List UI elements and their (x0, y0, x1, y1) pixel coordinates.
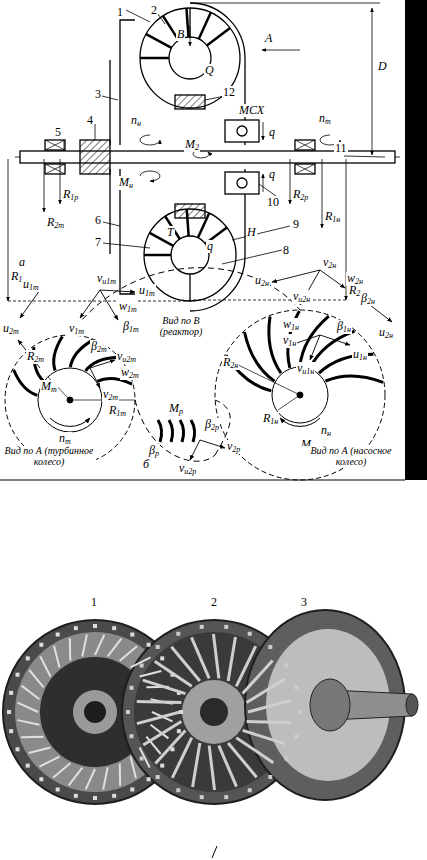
callout-number: 8 (282, 244, 290, 257)
symbol-label: nт (318, 112, 332, 126)
symbol-label: R1р (62, 188, 79, 202)
wheels-photo (3, 610, 418, 858)
symbol-label: β1н (336, 320, 352, 334)
symbol-label: nн (130, 114, 142, 128)
symbol-label: u1н (352, 348, 368, 362)
symbol-label: Mр (168, 402, 184, 416)
symbol-label: D (377, 60, 388, 73)
symbol-label: M2 (184, 138, 200, 152)
symbol-label: vu1н (296, 362, 315, 376)
symbol-label: R2н (222, 356, 239, 370)
symbol-label: u1т (138, 284, 156, 298)
symbol-label: w2т (120, 366, 140, 380)
symbol-label: u2н (254, 274, 270, 288)
callout-number: 1 (116, 6, 124, 19)
symbol-label: βр (148, 444, 160, 458)
callout-number: 3 (94, 88, 102, 101)
callout-number: 2 (150, 4, 158, 17)
symbol-label: β2н (360, 292, 376, 306)
section-view (8, 3, 400, 311)
symbol-label: v1н (282, 334, 297, 348)
symbol-label: б (142, 458, 150, 471)
symbol-label: R2т (46, 216, 65, 230)
symbol-label: МСХ (238, 104, 265, 117)
symbol-label: vu2н (292, 290, 311, 304)
symbol-label: R1т (108, 404, 127, 418)
callout-number: 9 (292, 218, 300, 231)
frame-line (0, 480, 405, 481)
symbol-label: vu1т (96, 272, 117, 286)
callout-number: 10 (266, 196, 280, 209)
symbol-label: β2р (204, 418, 220, 432)
symbol-label: R1н (324, 210, 341, 224)
symbol-label: v1т (68, 322, 85, 336)
symbol-label: β1т (122, 320, 140, 334)
symbol-label: nн (320, 424, 332, 438)
symbol-label: u2н (378, 326, 394, 340)
symbol-label: β2т (90, 340, 108, 354)
symbol-label: u1т (22, 278, 40, 292)
symbol-label: Mт (40, 380, 58, 394)
symbol-label: Q (204, 64, 215, 77)
symbol-label: R2т (26, 350, 45, 364)
callout-number: 12 (222, 86, 236, 99)
symbol-label: vu2т (116, 350, 137, 364)
page-edge-bar (405, 0, 427, 480)
symbol-label: R1н (262, 412, 279, 426)
symbol-label: R2р (292, 188, 309, 202)
symbol-label: w1н (282, 318, 300, 332)
symbol-label: А (264, 32, 273, 45)
symbol-label: w2н (346, 272, 364, 286)
symbol-label: u2т (2, 322, 20, 336)
symbol-label: В (176, 28, 185, 41)
symbol-label: Т (166, 226, 175, 239)
callout-number: 3 (300, 596, 308, 609)
callout-number: 6 (94, 214, 102, 227)
view-caption: Вид по В (реактор) (140, 316, 222, 337)
symbol-label: v2т (102, 388, 119, 402)
symbol-label: Н (246, 226, 257, 239)
symbol-label: w1т (118, 300, 138, 314)
callout-number: 5 (54, 126, 62, 139)
view-caption: Вид по А (турбинное колесо) (2, 446, 96, 467)
symbol-label: q (206, 240, 214, 253)
symbol-label: vu2р (178, 462, 197, 476)
symbol-label: v2н (322, 256, 337, 270)
symbol-label: q (268, 126, 276, 139)
symbol-label: nт (58, 432, 72, 446)
callout-number: 7 (94, 236, 102, 249)
callout-number: 2 (210, 596, 218, 609)
callout-number: 4 (86, 114, 94, 127)
symbol-label: Mн (118, 176, 134, 190)
symbol-label: v2р (226, 440, 241, 454)
callout-number: 11 (334, 142, 348, 155)
symbol-label: q (268, 168, 276, 181)
callout-number: 1 (90, 596, 98, 609)
symbol-label: а (18, 256, 26, 269)
view-caption: Вид по А (насосное колесо) (300, 446, 402, 467)
